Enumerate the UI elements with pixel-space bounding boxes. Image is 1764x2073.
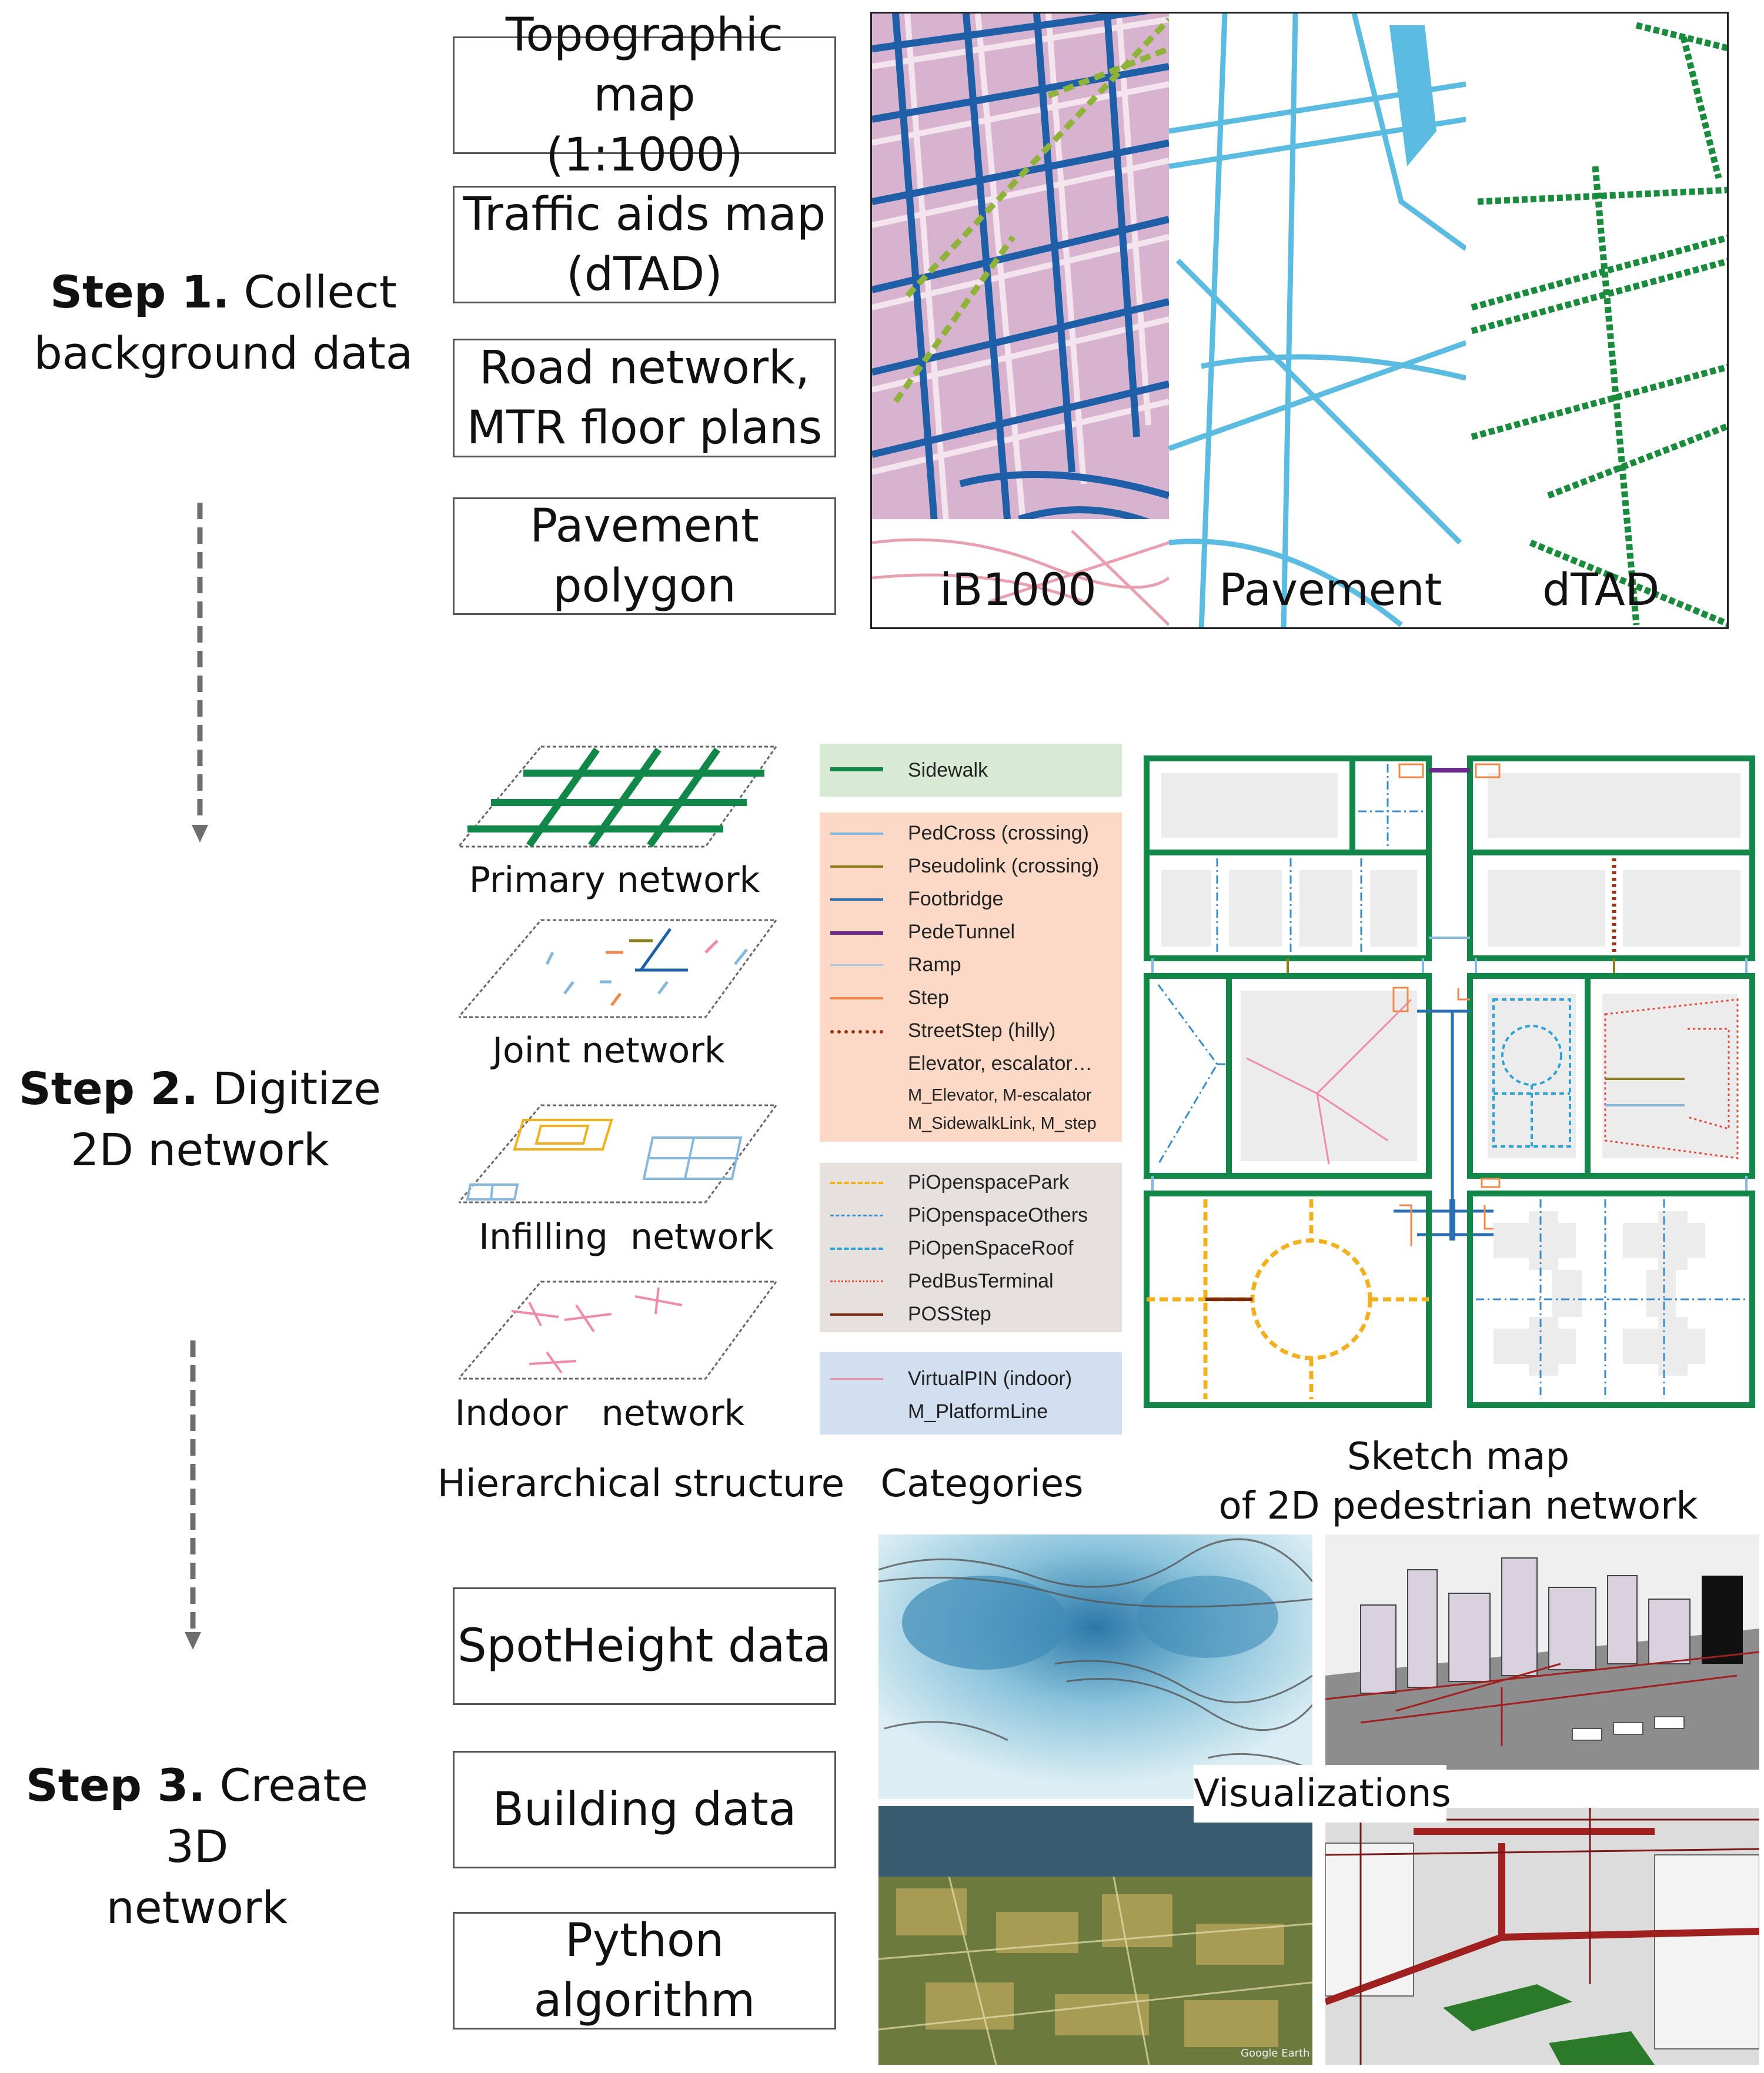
legend-swatch-openspace-roof [830,1248,883,1250]
indoor-network-diagram [459,1280,778,1380]
legend-label: Ramp [908,954,961,976]
box-line2: (dTAD) [566,248,723,301]
legend-swatch-step [830,997,883,999]
indoor-3d-network-visualization [1325,1808,1759,2065]
legend-swatch-openspace-others [830,1215,883,1216]
sketch-map-2d-network [1144,755,1755,1408]
spotheight-data-box: SpotHeight data [453,1587,836,1705]
legend-swatch-footbridge [830,898,883,901]
box-line2: (1:1000) [546,129,743,182]
python-algorithm-box: Python algorithm [453,1912,836,2029]
step2-line2: 2D network [71,1124,329,1176]
pavement-polygon-box: Pavement polygon [453,497,836,615]
legend-label: M_SidewalkLink, M_step [908,1114,1097,1133]
step2-label: Step 2. Digitize 2D network [12,1058,388,1181]
traffic-aids-map-box: Traffic aids map (dTAD) [453,186,836,303]
legend-label: Pseudolink (crossing) [908,855,1100,877]
visualizations-label: Visualizations [1194,1765,1451,1823]
city-3d-network-visualization [1325,1534,1759,1770]
step1-line2: background data [34,327,413,379]
legend-swatch-sidewalk [830,767,883,771]
legend-swatch-ramp [830,964,883,966]
step1-label: Step 1. Collect background data [24,262,423,384]
primary-network-label: Primary network [469,860,760,901]
sketch-map-caption-line1: Sketch map [1347,1435,1570,1479]
legend-label: Elevator, escalator… [908,1052,1093,1075]
categories-caption: Categories [880,1462,1084,1506]
legend-label: Step [908,987,949,1009]
legend-swatch-virtualpin [830,1378,883,1380]
google-earth-credit: Google Earth [1241,2047,1310,2059]
legend-swatch-streetstep [830,1030,883,1034]
step2-bold: Step 2. [19,1062,199,1115]
legend-label: PedCross (crossing) [908,822,1089,844]
joint-network-diagram [459,919,778,1018]
legend-label: PiOpenspacePark [908,1171,1070,1193]
legend-label: M_Elevator, M-escalator [908,1086,1092,1105]
building-data-box: Building data [453,1751,836,1868]
hierarchical-structure-caption: Hierarchical structure [437,1462,845,1506]
step3-rest: Create 3D [165,1759,368,1873]
legend-swatch-pseudolink [830,865,883,868]
infilling-network-label: Infilling network [479,1216,774,1258]
topographic-map-box: Topographic map (1:1000) [453,9,836,182]
satellite-visualization [878,1806,1312,2065]
box-line1: Traffic aids map [463,188,826,241]
legend-label: VirtualPIN (indoor) [908,1367,1073,1390]
arrow-step1-to-step2 [192,503,208,842]
legend-label: PiOpenSpaceRoof [908,1237,1074,1259]
step3-label: Step 3. Create 3D network [6,1755,388,1938]
legend-label: Footbridge [908,888,1004,910]
legend-swatch-pedetunnel [830,931,883,935]
map-label-dtad: dTAD [1542,563,1660,616]
box-line1: Pavement [530,500,759,553]
legend-label: M_PlatformLine [908,1400,1048,1423]
legend-label: Sidewalk [908,759,988,781]
legend-label: POSStep [908,1303,991,1325]
primary-network-diagram [459,745,778,848]
legend-swatch-bus-terminal [830,1280,883,1282]
indoor-network-label: Indoor network [455,1393,745,1434]
terrain-visualization [878,1534,1312,1799]
legend-group-sidewalk: Sidewalk [820,744,1122,797]
box-line1: Topographic map [505,9,784,122]
arrow-step2-to-step3 [185,1340,201,1650]
background-maps-composite: iB1000 Pavement dTAD [870,12,1729,629]
legend-label: PedBusTerminal [908,1270,1054,1292]
step1-bold: Step 1. [50,266,230,318]
box-line2: MTR floor plans [466,402,823,454]
box-line1: Road network, [479,342,810,394]
map-label-pavement: Pavement [1219,563,1442,616]
map-label-ib1000: iB1000 [940,563,1097,616]
step3-line2: network [106,1881,288,1934]
legend-label: StreetStep (hilly) [908,1019,1056,1042]
legend-swatch-park [830,1182,883,1184]
legend-swatch-pedcross [830,832,883,835]
legend-group-connectors: PedCross (crossing) Pseudolink (crossing… [820,813,1122,1142]
step3-bold: Step 3. [26,1759,206,1811]
road-network-box: Road network, MTR floor plans [453,339,836,457]
step2-rest: Digitize [212,1062,381,1115]
legend-label: PiOpenspaceOthers [908,1204,1088,1226]
infilling-network-diagram [459,1104,778,1203]
legend-group-open-space: PiOpenspacePark PiOpenspaceOthers PiOpen… [820,1163,1122,1332]
joint-network-label: Joint network [492,1030,725,1071]
sketch-map-caption-line2: of 2D pedestrian network [1218,1484,1698,1528]
legend-group-indoor: VirtualPIN (indoor) M_PlatformLine [820,1352,1122,1435]
box-line2: polygon [553,560,736,613]
step1-rest: Collect [243,266,397,318]
legend-swatch-posstep [830,1313,883,1316]
legend-label: PedeTunnel [908,921,1015,943]
map-layers [872,14,1727,627]
